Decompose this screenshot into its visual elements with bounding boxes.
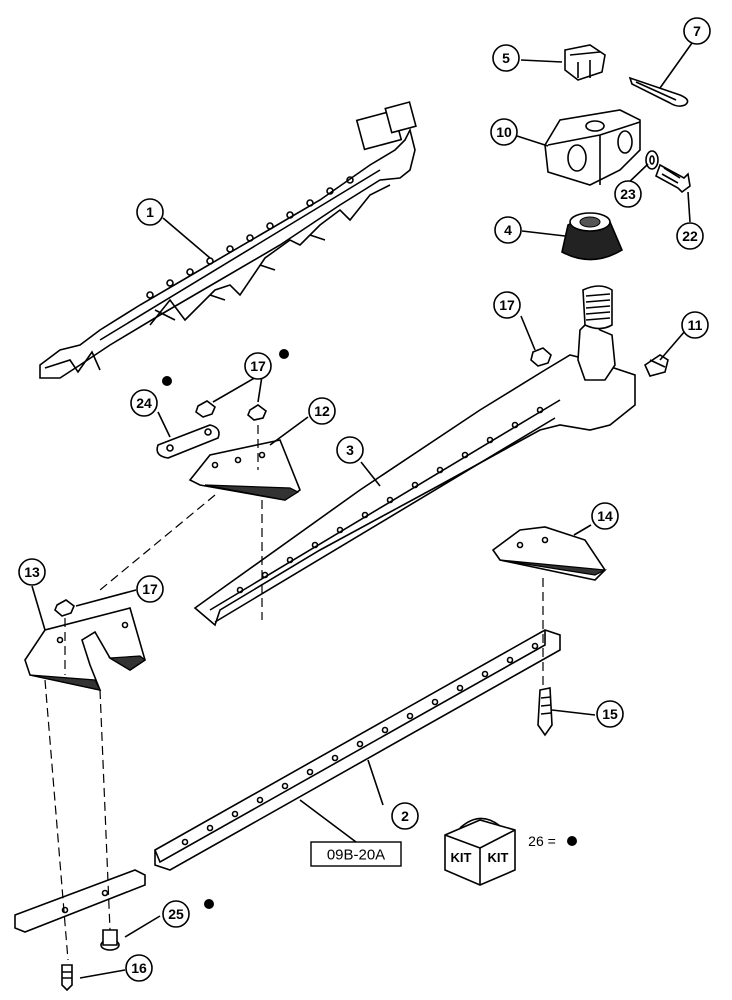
- callout-4-label: 4: [504, 222, 512, 238]
- callout-24: 24: [130, 389, 158, 417]
- callout-5: 5: [492, 44, 520, 72]
- callout-3: 3: [336, 436, 364, 464]
- callout-2-label: 2: [401, 808, 409, 824]
- callout-7: 7: [683, 17, 711, 45]
- sickle-assembly-part: [39, 101, 417, 379]
- cone-bushing-part: [561, 212, 624, 261]
- knife-back-bar-end-part: [14, 869, 146, 933]
- sickle-head-part: [193, 285, 636, 627]
- knife-back-bar-part: [154, 629, 561, 871]
- nut-part: [54, 599, 75, 617]
- callout-25-label: 25: [168, 906, 184, 922]
- callout-12-label: 12: [314, 403, 330, 419]
- callout-23-label: 23: [620, 186, 636, 202]
- callout-10-label: 10: [496, 124, 512, 140]
- figure-ref-label: 09B-20A: [327, 847, 385, 864]
- callout-10: 10: [490, 118, 518, 146]
- kit-legend-text: 26 =: [528, 833, 556, 849]
- pitman-block-part: [544, 109, 641, 186]
- figure-ref-leader: [299, 799, 357, 843]
- callout-16: 16: [125, 954, 153, 982]
- knife-section-left-part: [24, 607, 147, 692]
- kit-marker-dot: [162, 376, 172, 386]
- callout-13: 13: [18, 558, 46, 586]
- kit-box-text-left: KIT: [451, 850, 472, 865]
- callout-5-label: 5: [502, 50, 510, 66]
- callout-22-label: 22: [682, 228, 698, 244]
- callout-17a: 17: [244, 352, 272, 380]
- figure-ref-box: [310, 841, 402, 867]
- knife-section-part: [188, 439, 301, 501]
- callout-7-label: 7: [693, 23, 701, 39]
- callout-17c: 17: [136, 575, 164, 603]
- kit-marker-dot: [204, 899, 214, 909]
- callout-23: 23: [614, 180, 642, 208]
- bolt-head-part: [100, 929, 120, 951]
- callout-24-label: 24: [136, 395, 152, 411]
- callout-17b-label: 17: [499, 297, 515, 313]
- callout-15-label: 15: [602, 706, 618, 722]
- callout-2: 2: [391, 802, 419, 830]
- nut-part: [530, 347, 552, 367]
- connector-plate-part: [156, 424, 220, 459]
- washer-part: [645, 150, 659, 170]
- nut-part: [195, 400, 267, 421]
- bolt-part: [655, 163, 691, 194]
- callout-1-label: 1: [146, 204, 154, 220]
- callout-1: 1: [136, 198, 164, 226]
- grease-fitting-part: [643, 354, 669, 377]
- callout-14: 14: [591, 502, 619, 530]
- callout-15: 15: [596, 700, 624, 728]
- small-bolt-part: [61, 964, 73, 992]
- kit-box-icon: KIT KIT: [444, 817, 516, 886]
- castle-nut-part: [564, 44, 606, 81]
- callout-3-label: 3: [346, 442, 354, 458]
- callout-16-label: 16: [131, 960, 147, 976]
- callout-22: 22: [676, 222, 704, 250]
- callout-12: 12: [308, 397, 336, 425]
- callout-4: 4: [494, 216, 522, 244]
- callout-11-label: 11: [688, 317, 703, 333]
- knife-section-right-part: [491, 526, 608, 581]
- cotter-pin-part: [628, 76, 689, 107]
- callout-13-label: 13: [24, 564, 40, 580]
- callout-25: 25: [162, 900, 190, 928]
- callout-17b: 17: [493, 291, 521, 319]
- alignment-lines: [44, 425, 544, 961]
- kit-marker-dot: [279, 349, 289, 359]
- kit-legend-dot: [567, 836, 577, 846]
- callout-17a-label: 17: [250, 358, 266, 374]
- callout-11: 11: [681, 311, 709, 339]
- carriage-bolt-part: [537, 687, 553, 737]
- callout-17c-label: 17: [142, 581, 158, 597]
- kit-box-text-right: KIT: [488, 850, 509, 865]
- callout-14-label: 14: [597, 508, 613, 524]
